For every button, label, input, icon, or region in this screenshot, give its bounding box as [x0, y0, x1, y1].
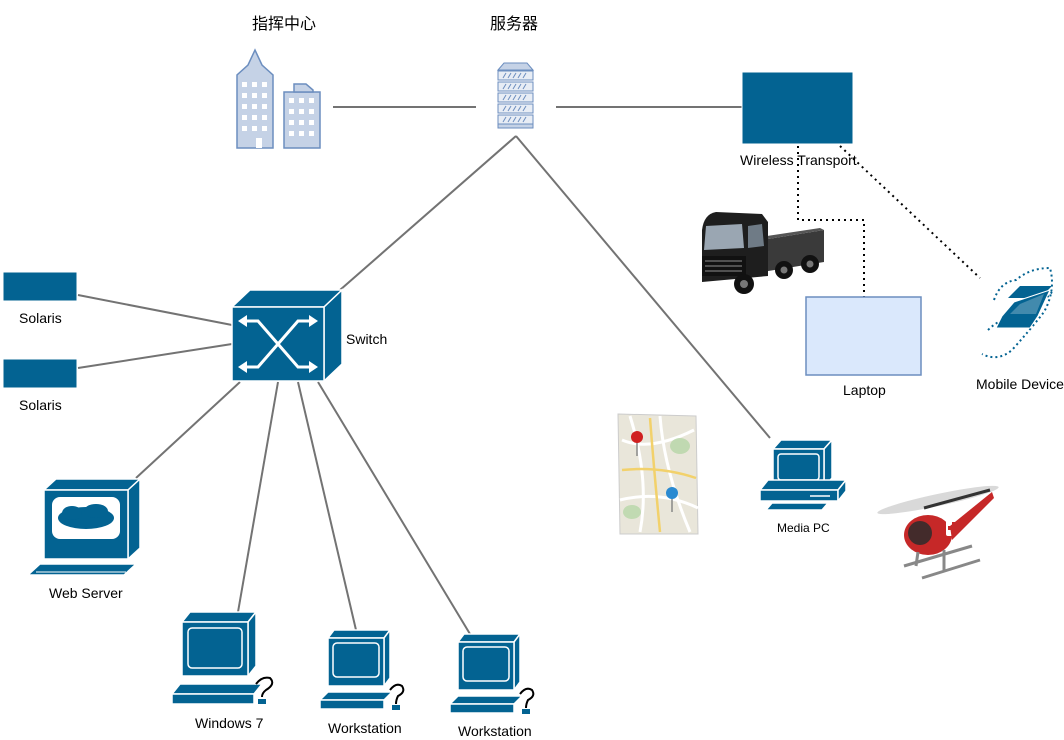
laptop-label: Laptop: [843, 382, 886, 398]
mobile-device-label: Mobile Device: [976, 376, 1064, 392]
link-solaris1-switch: [77, 294, 233, 326]
link-switch-ws1: [297, 381, 357, 631]
link-server-mediapc: [515, 135, 771, 439]
web-server-label: Web Server: [49, 585, 123, 601]
solaris-box-1: [2, 271, 78, 302]
link-switch-ws2: [317, 381, 471, 635]
map-pin-red: [631, 431, 643, 456]
desktop-pc-icon: [448, 631, 535, 714]
mobile-device-icon: [981, 266, 1053, 359]
switch-icon: [230, 288, 344, 383]
solaris-box-2: [2, 358, 78, 389]
solaris-label-1: Solaris: [19, 310, 62, 326]
map-pin-blue: [666, 487, 678, 512]
web-server-icon: [26, 477, 142, 576]
desktop-pc-icon: [170, 609, 274, 705]
link-switch-webserver: [135, 381, 241, 479]
windows7-label: Windows 7: [195, 715, 264, 731]
desktop-pc-icon: [758, 438, 848, 511]
wireless-links: [797, 145, 981, 297]
desktop-pc-icon: [318, 627, 405, 710]
server-label: 服务器: [490, 14, 539, 33]
media-pc-label: Media PC: [777, 521, 830, 535]
workstation-label-1: Workstation: [328, 720, 402, 736]
helicopter-icon: [877, 485, 999, 580]
link-wireless-mobile: [839, 145, 981, 279]
laptop-box: [805, 296, 922, 376]
link-server-switch: [339, 135, 517, 291]
buildings-icon: [236, 48, 321, 149]
link-wireless-laptop: [797, 146, 865, 297]
link-switch-win7: [237, 381, 279, 613]
command-center-label: 指挥中心: [252, 14, 317, 33]
wireless-transport-box: [741, 71, 854, 145]
link-solaris2-switch: [77, 343, 233, 369]
solaris-label-2: Solaris: [19, 397, 62, 413]
wireless-transport-label: Wireless Transport: [740, 152, 857, 168]
workstation-label-2: Workstation: [458, 723, 532, 739]
map-icon: [617, 413, 699, 535]
connection-lines: [77, 106, 771, 635]
switch-label: Switch: [346, 331, 388, 347]
truck-icon: [702, 212, 824, 294]
server-rack-icon: [496, 62, 535, 129]
